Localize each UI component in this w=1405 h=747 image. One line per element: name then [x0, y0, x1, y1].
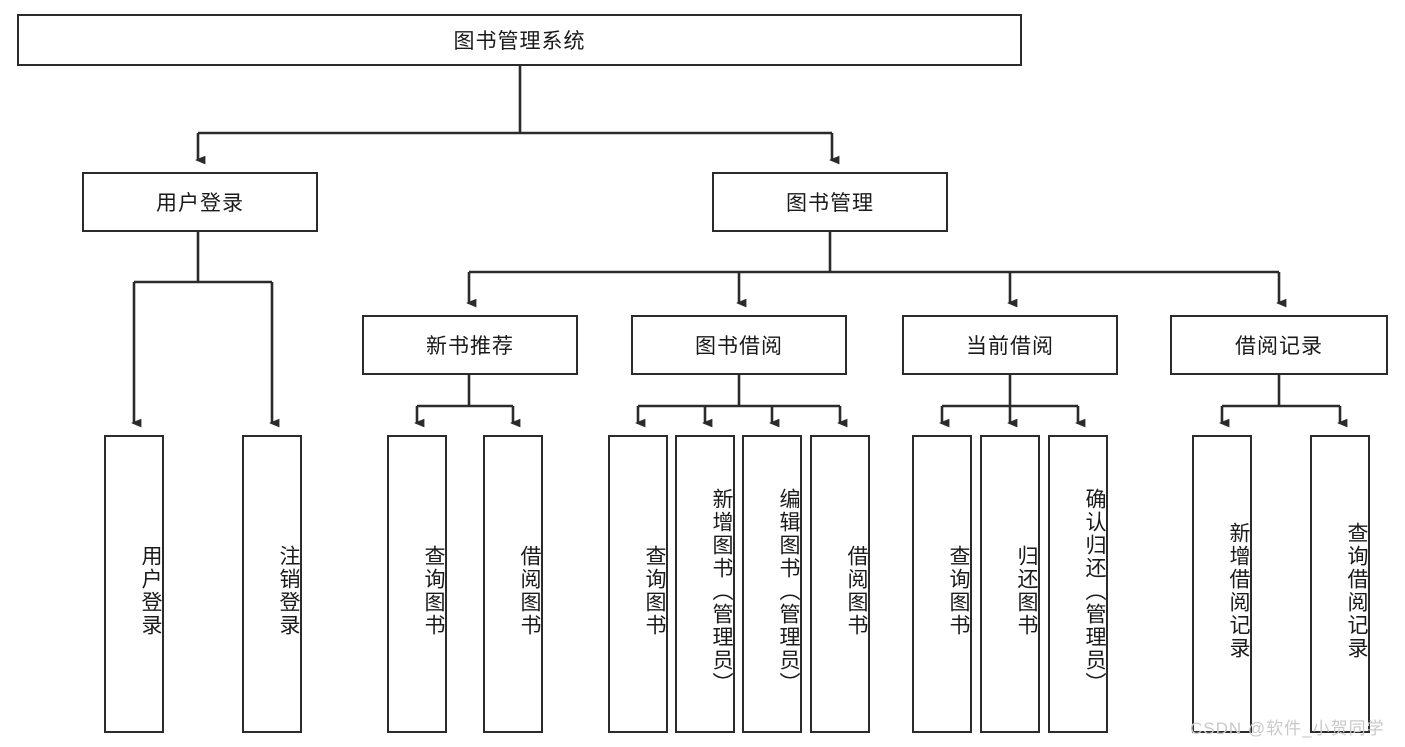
leaf-add-borrow-record[interactable]: 新增借阅记录 [1192, 435, 1252, 733]
node-book-management[interactable]: 图书管理 [712, 172, 948, 232]
node-label: 新增借阅记录 [1227, 522, 1250, 660]
leaf-query-book-current[interactable]: 查询图书 [912, 435, 972, 733]
leaf-query-borrow-record[interactable]: 查询借阅记录 [1310, 435, 1370, 733]
node-label: 图书借阅 [695, 335, 783, 358]
node-user-login[interactable]: 用户登录 [82, 172, 318, 232]
leaf-confirm-return-admin[interactable]: 确认归还（管理员） [1048, 435, 1108, 733]
node-label: 查询图书 [422, 545, 445, 637]
node-label: 用户登录 [139, 545, 162, 637]
node-current-borrow[interactable]: 当前借阅 [902, 315, 1118, 375]
node-label: 当前借阅 [966, 335, 1054, 358]
node-label: 查询借阅记录 [1345, 522, 1368, 660]
leaf-borrow-book[interactable]: 借阅图书 [810, 435, 870, 733]
node-borrow-record[interactable]: 借阅记录 [1170, 315, 1388, 375]
node-new-book-recommend[interactable]: 新书推荐 [362, 315, 578, 375]
node-label: 借阅图书 [518, 545, 541, 637]
leaf-query-book-recommend[interactable]: 查询图书 [387, 435, 447, 733]
node-root-system[interactable]: 图书管理系统 [17, 14, 1022, 66]
node-label: 借阅记录 [1235, 335, 1323, 358]
leaf-query-book-borrow[interactable]: 查询图书 [608, 435, 668, 733]
node-label: 图书管理 [786, 192, 874, 215]
watermark-text: CSDN @软件_小贺同学 [1190, 719, 1385, 738]
node-label: 确认归还（管理员） [1083, 487, 1106, 695]
node-label: 归还图书 [1015, 545, 1038, 637]
node-label: 新书推荐 [426, 335, 514, 358]
node-label: 编辑图书（管理员） [777, 487, 800, 695]
leaf-logout[interactable]: 注销登录 [242, 435, 302, 733]
node-label: 注销登录 [277, 545, 300, 637]
leaf-add-book-admin[interactable]: 新增图书（管理员） [675, 435, 735, 733]
node-label: 借阅图书 [845, 545, 868, 637]
node-label: 用户登录 [156, 192, 244, 215]
leaf-borrow-book-recommend[interactable]: 借阅图书 [483, 435, 543, 733]
leaf-return-book[interactable]: 归还图书 [980, 435, 1040, 733]
node-label: 图书管理系统 [453, 30, 586, 53]
leaf-user-login[interactable]: 用户登录 [104, 435, 164, 733]
node-label: 查询图书 [643, 545, 666, 637]
node-label: 查询图书 [947, 545, 970, 637]
node-book-borrow[interactable]: 图书借阅 [631, 315, 847, 375]
node-label: 新增图书（管理员） [710, 487, 733, 695]
leaf-edit-book-admin[interactable]: 编辑图书（管理员） [742, 435, 802, 733]
